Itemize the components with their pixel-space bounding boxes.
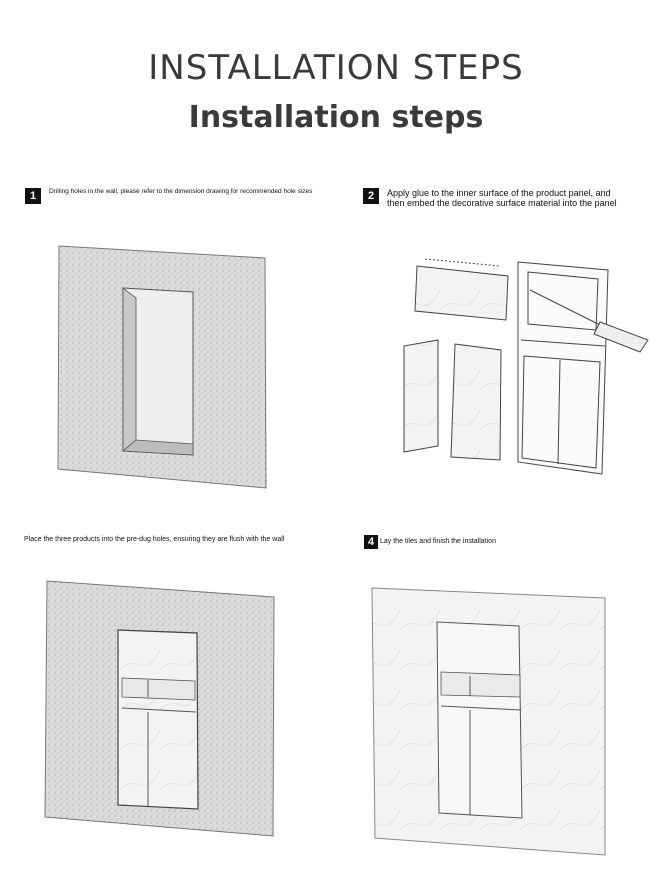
step-3-illustration: [44, 580, 275, 837]
step-4-header: 4 Lay the tiles and finish the installat…: [364, 535, 496, 549]
step-3-header: Place the three products into the pre-du…: [24, 536, 284, 544]
step-4-number: 4: [364, 535, 378, 549]
page-title: INSTALLATION STEPS: [148, 48, 524, 88]
step-2-header: 2 Apply glue to the inner surface of the…: [363, 188, 617, 208]
page-subtitle: Installation steps: [188, 100, 484, 135]
step-2-text-line2: then embed the decorative surface materi…: [387, 198, 617, 208]
step-2-illustration: [403, 258, 649, 475]
step-4-text: Lay the tiles and finish the installatio…: [380, 538, 496, 545]
step-1-illustration: [57, 245, 267, 489]
step-3-text: Place the three products into the pre-du…: [24, 536, 285, 543]
step-2-number: 2: [363, 188, 379, 204]
step-1-header: 1 Drilling holes in the wall, please ref…: [25, 188, 312, 204]
step-2-text-line1: Apply glue to the inner surface of the p…: [387, 188, 611, 198]
step-4-illustration: [371, 587, 606, 856]
step-1-text: Drilling holes in the wall, please refer…: [49, 188, 313, 195]
step-1-number: 1: [25, 188, 41, 204]
